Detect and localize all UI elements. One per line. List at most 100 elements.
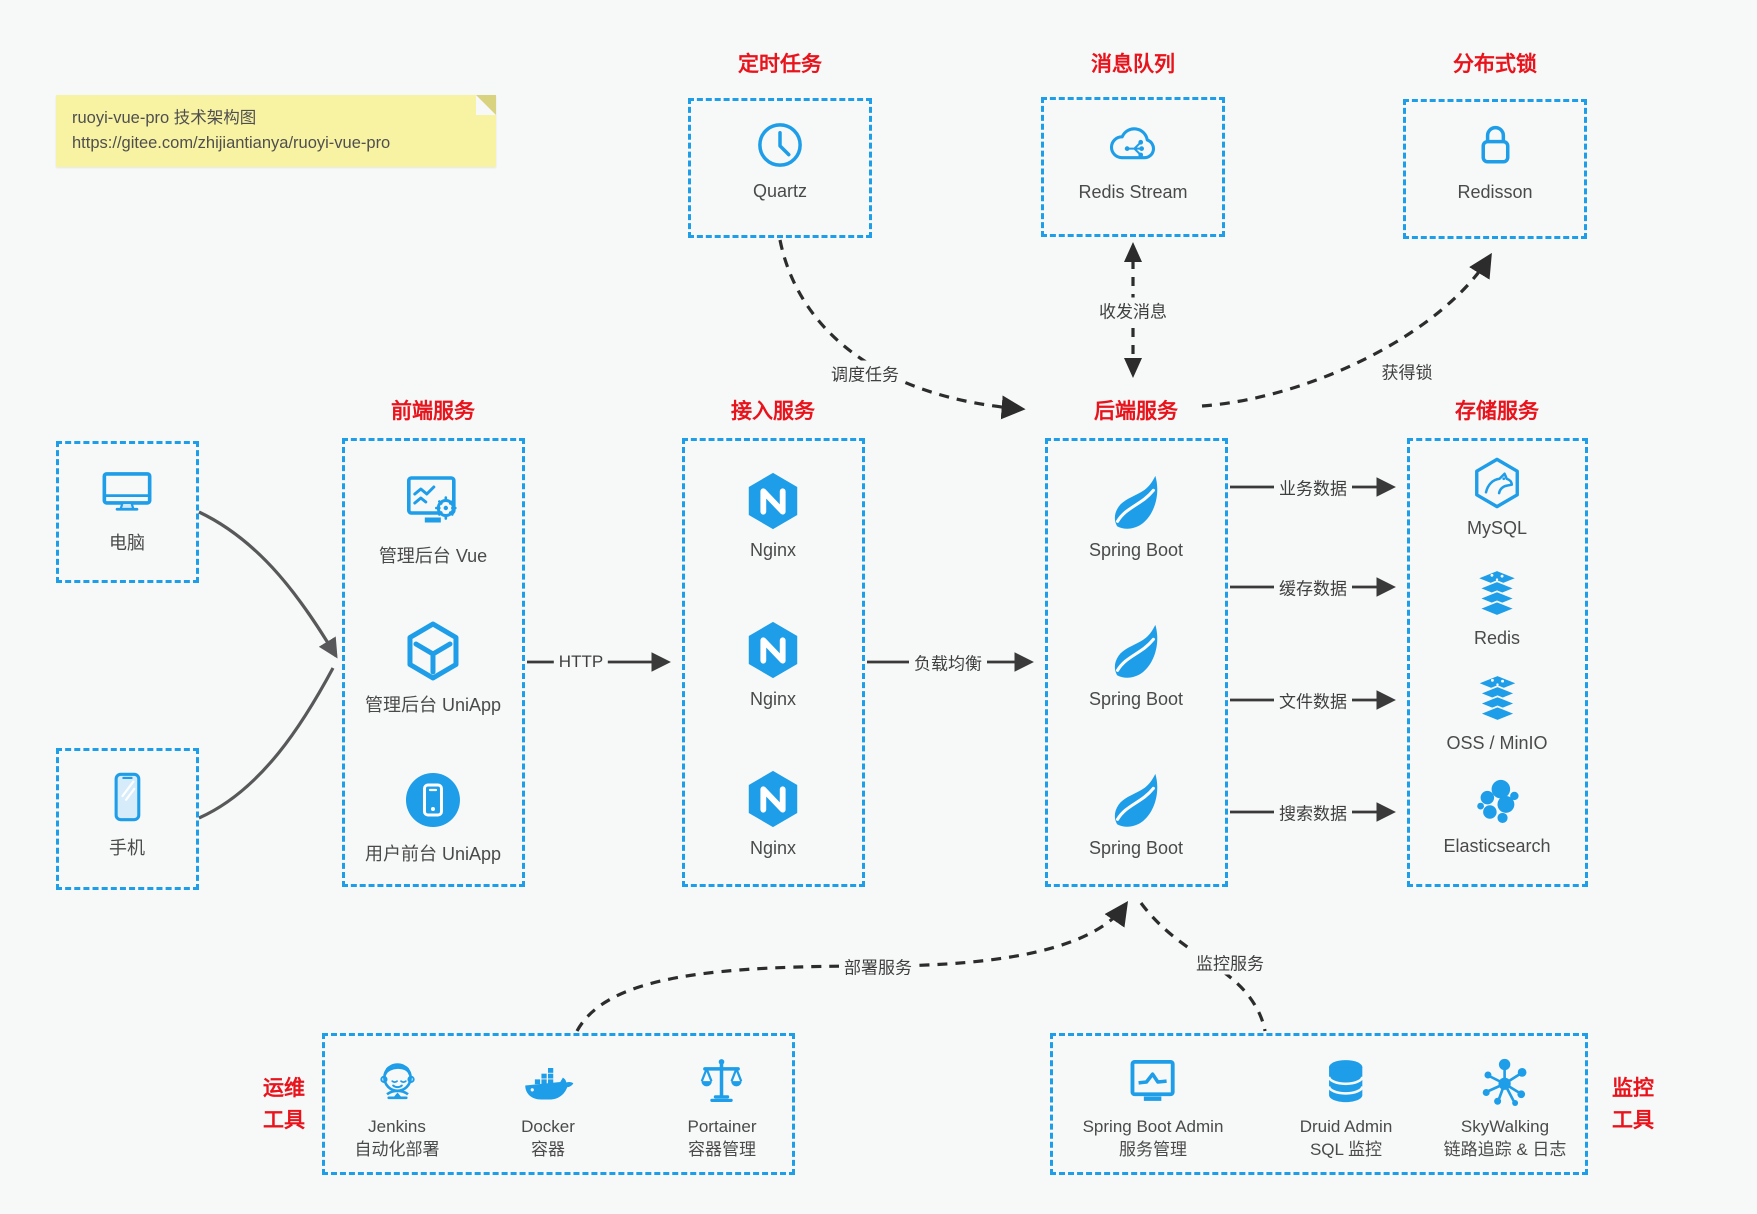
- item-label: MySQL: [1466, 518, 1528, 538]
- item-label: Spring Boot: [1088, 838, 1184, 858]
- item-elasticsearch: Elasticsearch: [1443, 774, 1551, 857]
- item-label: Nginx: [749, 689, 797, 709]
- edge-deploy: [575, 901, 1129, 1032]
- group-box-gateway: [682, 438, 865, 887]
- group-title-ops: 运维 工具: [263, 1073, 305, 1137]
- item-redis-stream: Redis Stream: [1078, 116, 1188, 203]
- edge-label-schedule: 调度任务: [826, 360, 904, 386]
- item-label: 电脑: [109, 533, 145, 553]
- item-springboot-3: Spring Boot: [1089, 768, 1183, 859]
- edge-monitor-svc: [1139, 902, 1267, 1032]
- oss-minio-icon: [1470, 671, 1524, 725]
- group-title-monitor-line1: 监控: [1612, 1077, 1654, 1100]
- clock-icon: [752, 117, 808, 173]
- edge-label-file-data: 文件数据: [1274, 687, 1352, 713]
- group-box-frontend: [342, 438, 525, 887]
- group-title-backend: 后端服务: [1094, 400, 1178, 423]
- nginx-icon: [742, 470, 804, 532]
- spring-icon: [1105, 768, 1167, 830]
- group-title-frontend: 前端服务: [391, 400, 475, 423]
- item-name: Docker: [521, 1117, 575, 1136]
- item-label: Quartz: [752, 181, 808, 201]
- item-label: Redis Stream: [1078, 182, 1188, 202]
- item-admin-uniapp: 管理后台 UniApp: [365, 619, 501, 717]
- item-label: Redisson: [1457, 182, 1533, 202]
- item-label: 管理后台 UniApp: [364, 695, 502, 715]
- item-mysql: MySQL: [1467, 456, 1527, 539]
- item-label: Spring Boot: [1088, 689, 1184, 709]
- edge-label-biz-data: 业务数据: [1274, 474, 1352, 500]
- edge-label-http: HTTP: [553, 652, 609, 672]
- item-desc: 服务管理: [1119, 1140, 1187, 1159]
- group-title-ops-line2: 工具: [263, 1109, 305, 1132]
- item-pc: 电脑: [98, 463, 156, 555]
- item-druid-admin: Druid Admin SQL 监控: [1299, 1054, 1393, 1161]
- group-title-timer: 定时任务: [738, 53, 822, 76]
- item-desc: 容器: [531, 1140, 565, 1159]
- monitor-chart-icon: [1125, 1054, 1181, 1110]
- item-name: Portainer: [687, 1117, 757, 1136]
- note-line-1: ruoyi-vue-pro 技术架构图: [72, 109, 257, 127]
- edge-pc-to-frontend: [198, 510, 338, 659]
- docker-icon: [520, 1054, 576, 1110]
- redis-stack-icon: [1470, 566, 1524, 620]
- client-box-mobile: [56, 748, 199, 890]
- group-box-mq: [1041, 97, 1225, 237]
- item-redisson: Redisson: [1457, 118, 1533, 203]
- edge-label-message: 收发消息: [1094, 297, 1172, 323]
- edge-label-acquire-lock: 获得锁: [1376, 358, 1438, 384]
- group-title-mq: 消息队列: [1091, 53, 1175, 76]
- edge-label-load-balance: 负载均衡: [909, 649, 987, 675]
- item-skywalking: SkyWalking 链路追踪 & 日志: [1443, 1054, 1567, 1161]
- item-desc: 链路追踪 & 日志: [1443, 1140, 1567, 1159]
- item-label: Nginx: [749, 540, 797, 560]
- item-oss-minio: OSS / MinIO: [1446, 671, 1548, 754]
- group-title-monitor-line2: 工具: [1612, 1109, 1654, 1132]
- item-label: Redis: [1473, 628, 1521, 648]
- network-nodes-icon: [1477, 1054, 1533, 1110]
- item-label: Nginx: [749, 838, 797, 858]
- group-title-gateway: 接入服务: [731, 400, 815, 423]
- jenkins-icon: [369, 1054, 425, 1110]
- group-box-backend: [1045, 438, 1228, 887]
- client-box-pc: [56, 441, 199, 583]
- elasticsearch-icon: [1470, 774, 1524, 828]
- group-box-storage: [1407, 438, 1588, 887]
- spring-icon: [1105, 470, 1167, 532]
- item-nginx-1: Nginx: [742, 470, 804, 561]
- monitor-icon: [98, 463, 156, 521]
- group-title-monitor: 监控 工具: [1612, 1073, 1654, 1137]
- item-springboot-admin: Spring Boot Admin 服务管理: [1082, 1054, 1224, 1161]
- database-icon: [1318, 1054, 1374, 1110]
- edge-label-search-data: 搜索数据: [1274, 799, 1352, 825]
- item-jenkins: Jenkins 自动化部署: [355, 1054, 440, 1161]
- item-desc: SQL 监控: [1309, 1140, 1383, 1159]
- item-name: Druid Admin: [1299, 1117, 1393, 1136]
- lock-icon: [1467, 118, 1523, 174]
- item-name: SkyWalking: [1460, 1117, 1550, 1136]
- item-name: Spring Boot Admin: [1082, 1117, 1224, 1136]
- item-portainer: Portainer 容器管理: [687, 1054, 757, 1161]
- group-title-ops-line1: 运维: [263, 1077, 305, 1100]
- mysql-icon: [1470, 456, 1524, 510]
- item-label: 管理后台 Vue: [378, 546, 488, 566]
- spring-icon: [1105, 619, 1167, 681]
- note-line-2: https://gitee.com/zhijiantianya/ruoyi-vu…: [72, 134, 391, 152]
- item-quartz: Quartz: [752, 117, 808, 202]
- item-label: 用户前台 UniApp: [364, 844, 502, 864]
- item-label: OSS / MinIO: [1446, 733, 1548, 753]
- user-uniapp-icon: [401, 768, 465, 832]
- edge-label-monitor-svc: 监控服务: [1191, 949, 1269, 975]
- uniapp-cube-icon: [401, 619, 465, 683]
- item-label: Spring Boot: [1088, 540, 1184, 560]
- item-springboot-1: Spring Boot: [1089, 470, 1183, 561]
- item-label: Elasticsearch: [1443, 836, 1551, 856]
- note: ruoyi-vue-pro 技术架构图 https://gitee.com/zh…: [56, 95, 496, 167]
- edge-label-deploy: 部署服务: [839, 953, 917, 979]
- edge-acquire-lock: [1201, 252, 1492, 408]
- item-nginx-2: Nginx: [742, 619, 804, 710]
- group-title-storage: 存储服务: [1455, 400, 1539, 423]
- nginx-icon: [742, 768, 804, 830]
- item-admin-vue: 管理后台 Vue: [379, 470, 487, 568]
- group-title-lock: 分布式锁: [1453, 53, 1537, 76]
